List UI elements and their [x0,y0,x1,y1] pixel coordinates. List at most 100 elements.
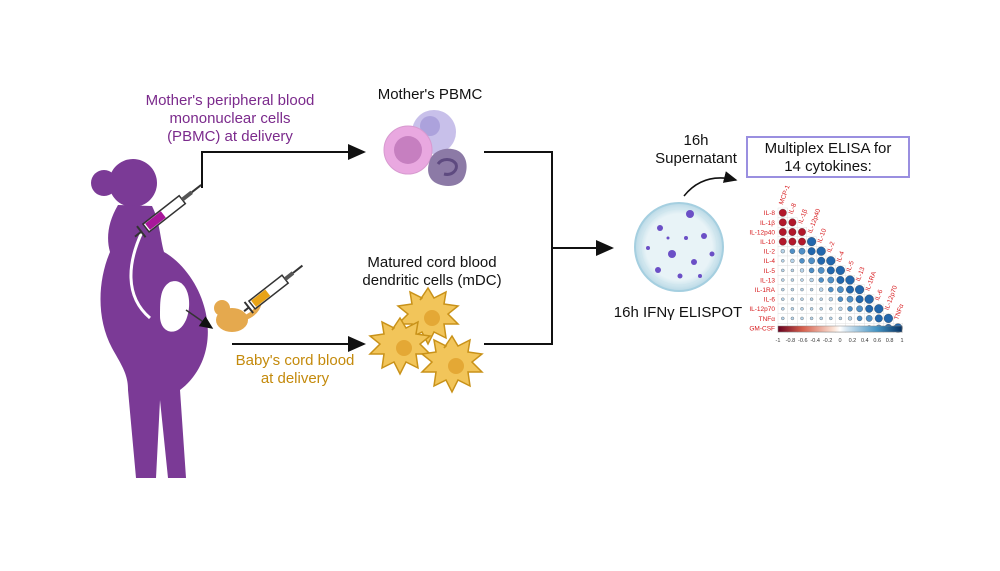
pbmc-cells-icon [383,110,467,186]
heatmap-circle [835,265,845,275]
heatmap-circle [781,307,785,311]
heatmap-circle [826,256,836,266]
heatmap-circle [818,277,824,283]
scale-tick-label: 0.8 [886,338,894,344]
heatmap-circle [800,278,804,282]
heatmap-circle [799,268,805,273]
heatmap-circle [800,316,804,321]
heatmap-circle [847,306,853,312]
heatmap-circle [798,237,806,246]
heatmap-col-label: IL-8 [788,202,799,215]
heatmap-circle [846,285,854,294]
scale-tick-label: 0 [838,338,841,344]
dendritic-nuclei [396,310,464,374]
heatmap-circle [807,237,817,247]
heatmap-circle [781,287,785,292]
mother-pbmc-source-label: Mother's peripheral blood mononuclear ce… [145,92,315,145]
heatmap-row-label: IL-1β [760,220,775,227]
heatmap-circle [874,304,884,314]
heatmap-row-label: IL-8 [764,210,776,217]
scale-tick-label: -0.2 [823,338,832,344]
heatmap-color-scale [777,325,903,333]
heatmap-circle [790,268,795,273]
pregnant-mother-icon [91,159,208,478]
heatmap-circle [819,297,823,301]
cord-syringe-icon [243,264,304,314]
scale-tick-label: 0.6 [873,338,881,344]
scale-tick-label: 0.4 [861,338,869,344]
heatmap-circle [798,228,806,236]
heatmap-circle [837,286,844,293]
scale-tick-label: 0.2 [849,338,857,344]
heatmap-circle [799,258,805,264]
heatmap-circle [817,267,825,274]
heatmap-row-label: IL-13 [760,277,775,284]
heatmap-circle [788,218,797,227]
heatmap-circle [800,297,804,301]
heatmap-circle [829,316,833,321]
heatmap-col-label: MCP-1 [778,184,792,206]
scale-tick-label: -0.6 [798,338,807,344]
heatmap-circle [819,287,824,292]
elispot-label: 16h IFNγ ELISPOT [613,304,743,321]
heatmap-col-label: IL-4 [836,250,847,263]
heatmap-circle [855,295,864,304]
heatmap-circle [847,316,853,321]
heatmap-circle [855,285,865,295]
heatmap-circle [845,275,855,285]
heatmap-circle [798,247,806,255]
heatmap-row-label: IL-12p70 [749,306,775,313]
heatmap-circle [781,278,785,282]
heatmap-circle [826,266,835,275]
heatmap-row-label: IL-2 [764,249,776,256]
supernatant-label: 16h Supernatant [655,132,737,167]
heatmap-circle [778,208,787,217]
heatmap-circle [809,277,814,283]
heatmap-circle [856,315,863,322]
heatmap-circle [827,276,835,284]
heatmap-col-label: IL-13 [855,266,867,283]
heatmap-row-label: IL-5 [764,268,776,275]
heatmap-circle [856,305,863,313]
heatmap-circle [838,316,843,321]
heatmap-circle [865,304,874,313]
heatmap-circle [790,278,795,282]
heatmap-circle [817,256,826,265]
heatmap-circle [788,237,797,246]
heatmap-row-label: TNFα [759,316,776,323]
heatmap-circle [809,297,814,301]
heatmap-circle [838,306,843,311]
arrow-pbmc-merge [484,151,553,345]
heatmap-col-label: IL-1β [797,208,809,225]
arm-outline [129,231,151,320]
heatmap-circle [819,307,823,311]
heatmap-circle [781,316,785,321]
heatmap-circle [874,314,883,323]
heatmap-circle [807,247,816,256]
heatmap-circle [790,316,795,321]
heatmap-circle [883,313,893,323]
heatmap-col-label: IL-1RA [865,270,879,292]
heatmap-circle [837,296,844,302]
heatmap-circle [800,287,804,292]
heatmap-circle [828,286,834,293]
heatmap-circle [781,268,785,273]
heatmap-circle [846,295,854,303]
heatmap-circle [809,316,814,321]
heatmap-circle [865,315,873,322]
heatmap-row-label: IL-12p40 [749,229,775,236]
mother-syringe-icon [134,184,202,238]
heatmap-circle [790,307,795,311]
arrow-to-pbmc [201,144,366,188]
heatmap-row-label: IL-10 [760,239,775,246]
heatmap-circle [828,297,833,302]
heatmap-circle [778,237,787,246]
heatmap-circle [778,218,787,227]
mdc-label: Matured cord blood dendritic cells (mDC) [362,254,502,289]
heatmap-circle [778,228,787,236]
scale-tick-label: -0.8 [786,338,795,344]
heatmap-circle [781,297,785,301]
